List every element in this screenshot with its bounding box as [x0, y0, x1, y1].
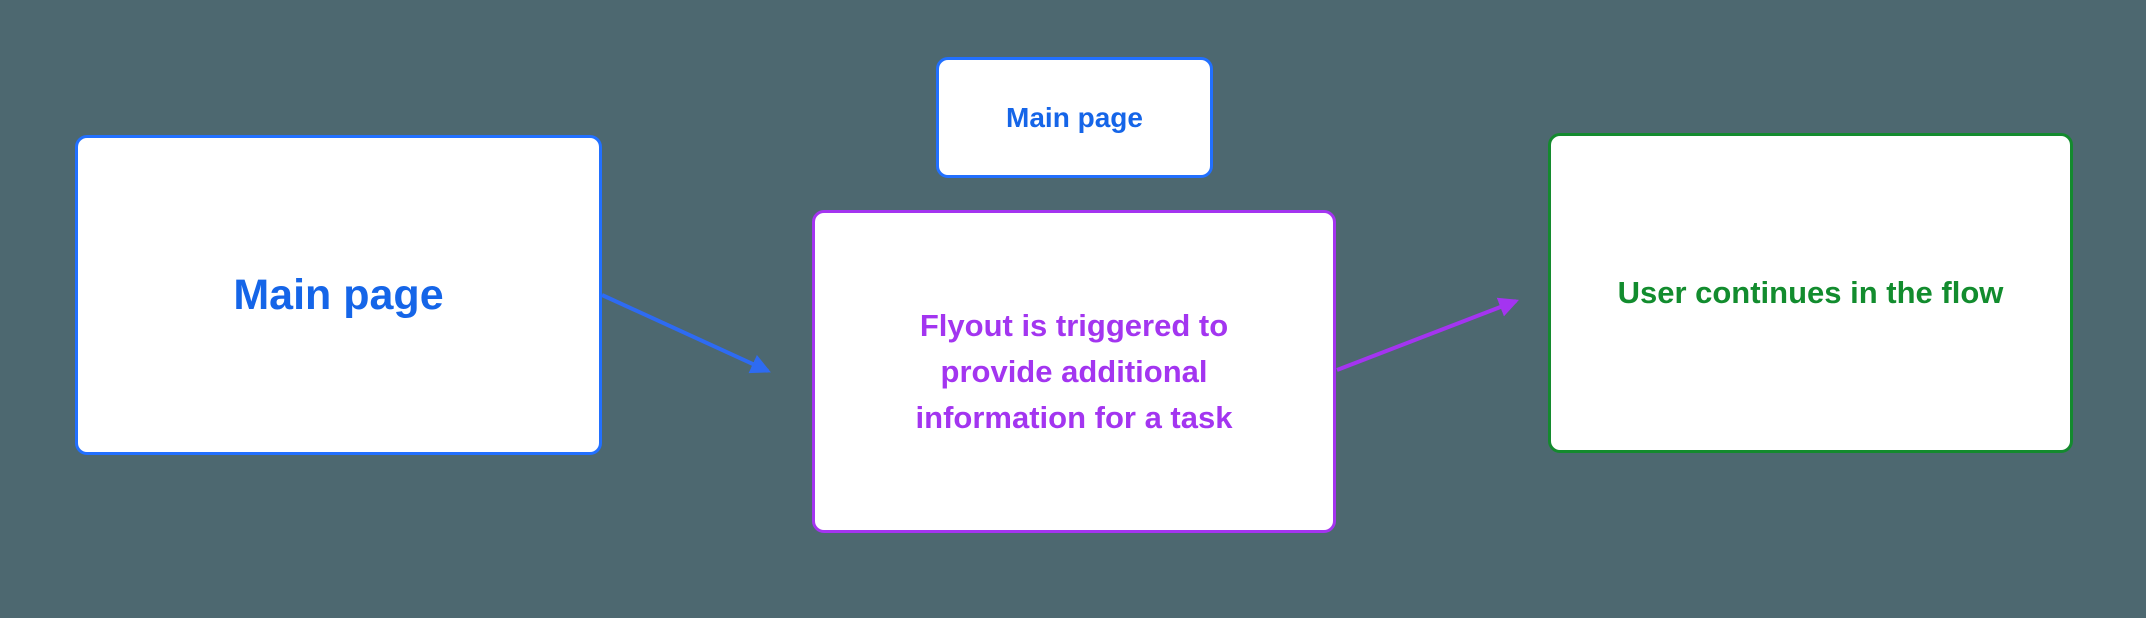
node-main-page[interactable]: Main page	[75, 135, 602, 455]
node-flyout-label-line1: Flyout is triggered to	[919, 307, 1229, 343]
node-main-page-label: Main page	[233, 270, 444, 319]
node-flyout-label-line3: information for a task	[915, 399, 1233, 435]
connector-flyout-to-continue[interactable]	[1336, 297, 1519, 372]
node-user-continues-label: User continues in the flow	[1617, 275, 2004, 310]
node-main-page-small[interactable]: Main page	[936, 57, 1213, 178]
node-flyout-label-line2: provide additional	[940, 353, 1208, 389]
connector-main-to-flyout[interactable]	[601, 293, 771, 374]
node-flyout-triggered[interactable]: Flyout is triggered to provide additiona…	[812, 210, 1336, 533]
node-main-page-small-label: Main page	[1006, 101, 1143, 133]
node-user-continues[interactable]: User continues in the flow	[1548, 133, 2073, 453]
